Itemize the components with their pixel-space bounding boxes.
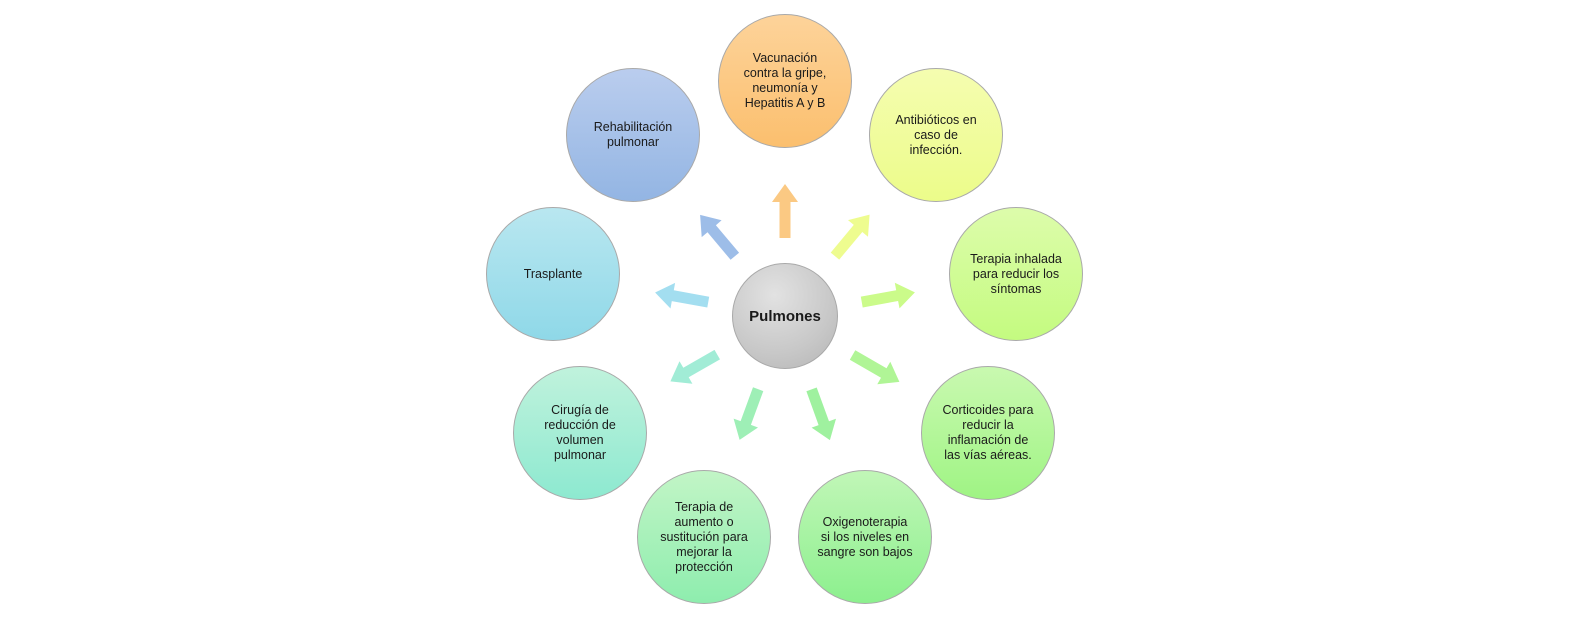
node-rehabilitacion: Rehabilitación pulmonar	[566, 68, 700, 202]
arrow-corticoides	[849, 350, 900, 385]
node-terapia-inhalada: Terapia inhalada para reducir los síntom…	[949, 207, 1083, 341]
node-label-cirugia: Cirugía de reducción de volumen pulmonar	[544, 403, 616, 462]
arrow-rehabilitacion	[700, 214, 740, 260]
arrow-cirugia	[670, 349, 720, 384]
arrow-trasplante	[655, 282, 710, 309]
arrow-terapia-aumento	[733, 387, 764, 440]
node-antibioticos: Antibióticos en caso de infección.	[869, 68, 1003, 202]
arrow-oxigenoterapia	[806, 387, 836, 441]
arrow-antibioticos	[830, 214, 870, 260]
node-label-trasplante: Trasplante	[523, 266, 583, 281]
node-vacunacion: Vacunación contra la gripe, neumonía y H…	[718, 14, 852, 148]
node-label-antibioticos: Antibióticos en caso de infección.	[895, 112, 977, 157]
center-node: Pulmones	[732, 263, 838, 369]
node-label-vacunacion: Vacunación contra la gripe, neumonía y H…	[743, 51, 827, 110]
node-label-terapia-inhalada: Terapia inhalada para reducir los síntom…	[970, 251, 1062, 296]
node-label-corticoides: Corticoides para reducir la inflamación …	[942, 403, 1034, 462]
node-label-oxigenoterapia: Oxigenoterapia si los niveles en sangre …	[817, 514, 913, 559]
node-corticoides: Corticoides para reducir la inflamación …	[921, 366, 1055, 500]
node-terapia-aumento: Terapia de aumento o sustitución para me…	[637, 470, 771, 604]
node-label-rehabilitacion: Rehabilitación pulmonar	[593, 120, 673, 149]
arrow-vacunacion	[772, 184, 798, 238]
node-oxigenoterapia: Oxigenoterapia si los niveles en sangre …	[798, 470, 932, 604]
node-label-terapia-aumento: Terapia de aumento o sustitución para me…	[660, 499, 748, 574]
center-label: Pulmones	[749, 307, 821, 325]
node-trasplante: Trasplante	[486, 207, 620, 341]
node-cirugia: Cirugía de reducción de volumen pulmonar	[513, 366, 647, 500]
arrow-terapia-inhalada	[860, 282, 915, 309]
